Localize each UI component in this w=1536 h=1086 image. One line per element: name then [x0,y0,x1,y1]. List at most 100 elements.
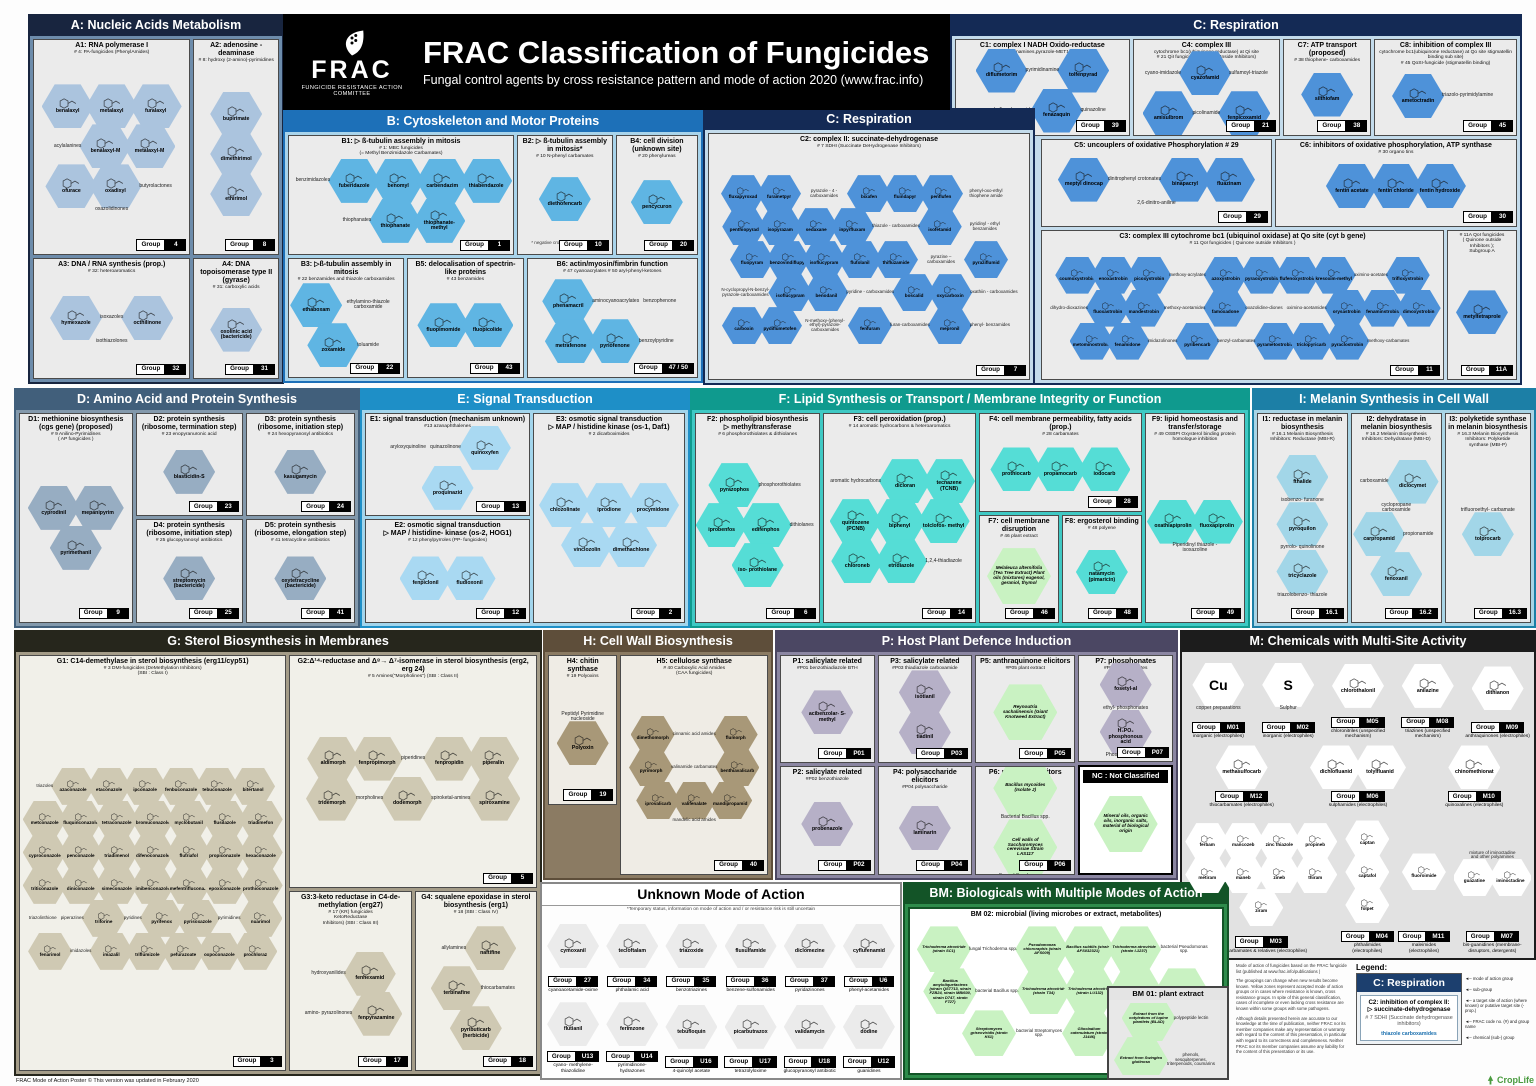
molecule-structure-icon [177,945,190,953]
disclaimer-paragraph: The groupings can change when new result… [1236,978,1344,1012]
compound-name: bixafen [860,194,878,200]
molecule-structure-icon [107,178,124,189]
compound-hex: Reynoutria sachalinensis (Giant Knotweed… [993,684,1058,741]
compound-name: isotianil [915,694,935,701]
compound-name: methasulfocarb [1222,769,1261,776]
compound-name: chinomethionat [1455,769,1494,776]
compound-hex: metyltetraprole [1455,290,1508,335]
hex-cluster: fluoroimide [1401,814,1446,930]
compound-name: tebuconazole [202,786,232,792]
group-number: 40 [743,859,764,871]
molecule-structure-icon [729,728,742,736]
group-number: 4 [165,239,187,251]
molecule-structure-icon [254,879,267,887]
panel-G4: G4: squalene epoxidase in sterol biosynt… [414,890,537,1071]
panel-column: H5: cellulose synthase# 40 Carboxylic Ac… [620,654,768,875]
molecule-structure-icon [1294,469,1311,480]
panel-title: D1: methionine biosynthesis (cgs gene) (… [28,415,124,431]
panel-title: C2: complex II: succinate-dehydrogenase [799,135,939,143]
group-word: Group [1473,607,1503,619]
compound-name: flusulfamide [735,947,766,954]
molecule-structure-icon [38,846,51,854]
compound-hex: anilazine [1401,663,1454,708]
compound-hex: silthiofam [1301,72,1354,117]
chemical-group-label: toluamide [357,341,379,348]
group-word: Group [558,239,588,251]
chemical-group-label: bacterial Streptomyces spp. [1016,1027,1062,1038]
panel-subtitle: #P04 polysaccharide [902,785,948,791]
compound-hex: dimethachlone [605,523,658,568]
molecule-structure-icon [1376,302,1389,310]
compound-hex: triforine [81,899,126,937]
hex-cluster: Melaleuca alternifolia (Tea Tree Extract… [982,539,1056,613]
panel-P7: P7: phosphonates#P07 phosphonatesfosetyl… [1078,654,1173,763]
group-word: Group [1234,936,1264,948]
compound-name: H₃PO₃ phosphonous acid [1108,728,1143,746]
chemical-group-label: triazolobenzo- thiazole [1277,591,1328,598]
compound-name: Bacillus subtilis (strain AFS032321) [1066,944,1111,954]
molecule-structure-icon [1048,102,1065,113]
chemical-group-label: polypeptide lectin [1173,1014,1209,1020]
molecule-structure-icon [1370,526,1388,537]
section-header: C: Respiration [705,110,1033,130]
compound-name: thiophanate [380,222,410,229]
compound-name: carboxin [734,326,754,332]
group-number: 47 / 50 [662,362,694,374]
panel-P5: P5: anthraquinone elicitors#P05 plant ex… [975,654,1076,764]
compound-hex: Pseudomonas chlororaphis (strain AFS009) [1015,926,1070,973]
group-word: Group [976,364,1005,376]
compound-name: iso- prothiolane [738,566,778,573]
compound-hex: dodemorph [381,776,434,821]
molecule-structure-icon [556,497,574,508]
panel-row: Extract from the cotyledons of lupine pl… [1112,1003,1224,1075]
compound-name: fludioxonil [456,580,483,587]
compound-hex: Bacillus amyloliquefaciens (strain QST71… [923,968,978,1015]
panel-title: P1: salicylate related [792,657,862,665]
hex-cluster: kasugamycin [249,437,352,506]
panel-subtitle: # 24 hexopyranosyl antibiotics [267,431,334,437]
group-word: Group [232,1055,262,1067]
chemical-group-label: benzophenone [643,297,677,304]
compound-name: metalaxyl-M [134,148,165,155]
molecule-structure-icon [898,187,912,195]
chemical-group-label: pyridinyl - ethyl benzamides [969,220,1000,231]
chemical-group-label: pyrimidines [217,915,241,921]
molecule-structure-icon [1164,513,1182,525]
chemical-group-label: oxathiin - carboxamides [970,289,1018,295]
panel-title: NC : Not Classified [1083,770,1168,783]
molecule-structure-icon [89,500,107,511]
molecule-structure-icon [361,965,379,977]
panel-D5: D5: protein synthesis (ribosome, elongat… [245,519,355,623]
group-word: Group [188,501,218,513]
compound-hex: acibenzolar- S-methyl [801,690,854,735]
molecule-structure-icon [292,567,309,579]
section-header: C: Respiration [952,16,1520,36]
group-word: Group [188,607,218,619]
panel-title: B6: actin/myosin/fimbrin function [556,260,668,268]
compound-name: isoflucypram [776,293,805,299]
compound-hex: edifenphos [739,503,792,548]
section-header: B: Cytoskeleton and Motor Proteins [285,112,701,132]
legend-arrow-label: a target site of action (where known) or… [1465,998,1534,1014]
molecule-structure-icon [227,146,245,157]
group-number: 10 [587,239,609,251]
compound-hex: hexaconazole [238,833,283,871]
compound-hex: captafol [1345,853,1390,891]
legend-frac-code-line: # 7 SDHI (Succinate dehydrogenase inhibi… [1365,1015,1453,1027]
compound-name: benalaxyl [55,108,80,115]
compound-name: Bacillus amyloliquefaciens (strain QST71… [929,977,972,1004]
